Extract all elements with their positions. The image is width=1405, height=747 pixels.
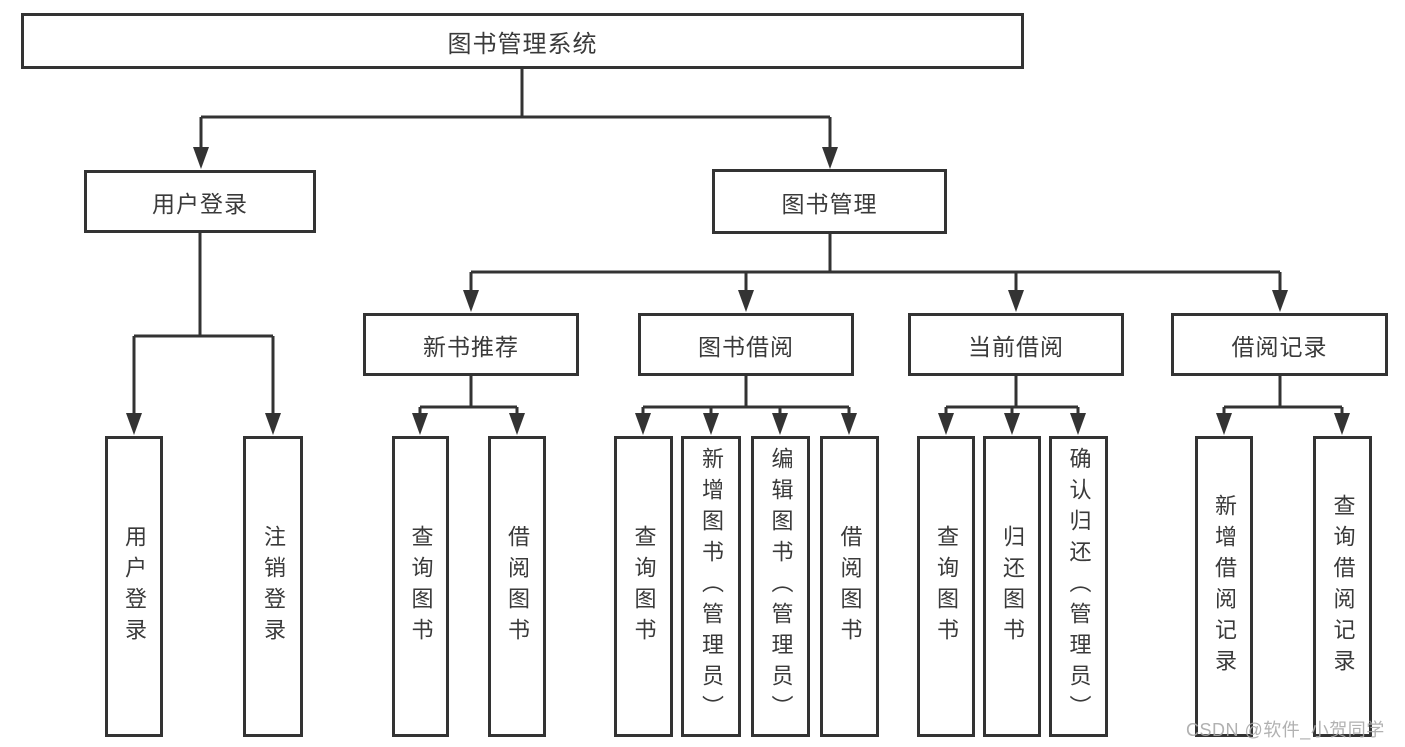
leaf-add-book-admin: 新增图书（管理员） — [681, 436, 741, 737]
node-library-management-system: 图书管理系统 — [21, 13, 1024, 69]
arrowhead-icons — [126, 147, 1350, 435]
node-book-borrowing: 图书借阅 — [638, 313, 854, 376]
leaf-query-book: 查询图书 — [392, 436, 449, 737]
node-label: 借阅记录 — [1231, 333, 1328, 360]
node-label: 查询图书 — [408, 524, 434, 649]
node-label: 查询图书 — [934, 524, 959, 649]
node-label: 确认归还（管理员） — [1066, 447, 1092, 726]
leaf-borrow-book: 借阅图书 — [488, 436, 546, 737]
node-new-book-recommendation: 新书推荐 — [363, 313, 579, 376]
leaf-add-borrow-record: 新增借阅记录 — [1195, 436, 1253, 737]
node-label: 注销登录 — [261, 524, 286, 649]
leaf-borrow-book: 借阅图书 — [820, 436, 879, 737]
node-label: 图书借阅 — [698, 333, 794, 360]
node-label: 新增借阅记录 — [1212, 493, 1237, 680]
leaf-edit-book-admin: 编辑图书（管理员） — [751, 436, 810, 737]
node-label: 查询图书 — [631, 524, 657, 649]
leaf-return-book: 归还图书 — [983, 436, 1041, 737]
node-label: 归还图书 — [1000, 524, 1025, 649]
node-user-login: 用户登录 — [84, 170, 316, 233]
tree-edges — [132, 69, 1344, 414]
node-label: 用户登录 — [152, 190, 248, 217]
leaf-query-book: 查询图书 — [614, 436, 673, 737]
leaf-query-borrow-record: 查询借阅记录 — [1313, 436, 1372, 737]
node-label: 新书推荐 — [423, 333, 519, 360]
node-label: 借阅图书 — [505, 524, 530, 649]
node-label: 用户登录 — [122, 524, 147, 649]
leaf-logout: 注销登录 — [243, 436, 303, 737]
node-label: 当前借阅 — [968, 333, 1064, 360]
leaf-confirm-return-admin: 确认归还（管理员） — [1049, 436, 1108, 737]
node-label: 图书管理 — [781, 190, 878, 217]
node-label: 借阅图书 — [837, 524, 863, 649]
leaf-user-login: 用户登录 — [105, 436, 163, 737]
node-book-management: 图书管理 — [712, 169, 947, 234]
node-label: 编辑图书（管理员） — [768, 447, 794, 726]
leaf-query-book: 查询图书 — [917, 436, 975, 737]
node-borrowing-records: 借阅记录 — [1171, 313, 1388, 376]
node-current-borrowing: 当前借阅 — [908, 313, 1124, 376]
csdn-watermark: CSDN @软件_小贺同学 — [1186, 720, 1385, 740]
node-label: 新增图书（管理员） — [699, 447, 724, 726]
node-label: 查询借阅记录 — [1330, 493, 1356, 680]
node-label: 图书管理系统 — [447, 30, 598, 58]
